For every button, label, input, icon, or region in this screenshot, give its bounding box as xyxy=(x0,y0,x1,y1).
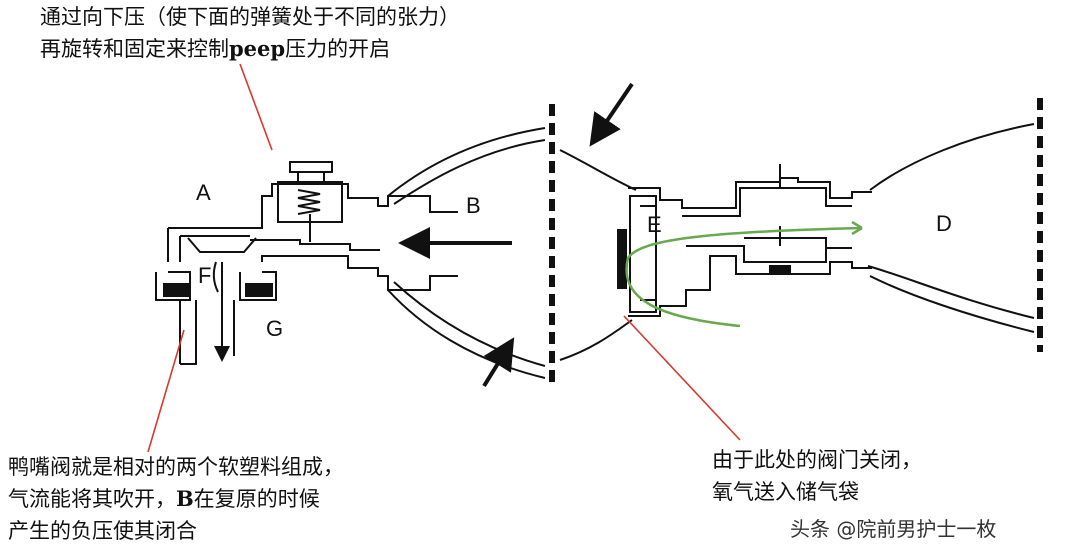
right-inner-mid xyxy=(744,237,827,248)
mask-arrow-lower xyxy=(482,337,515,388)
right-exhaust-port xyxy=(239,271,277,301)
left-mask-cone-upper-inner xyxy=(393,139,546,205)
right-duckbill xyxy=(245,283,273,297)
left-annotation-line3: 产生的负压使其闭合 xyxy=(8,519,197,543)
right-valve-assembly xyxy=(559,123,1035,361)
left-mask-cone-upper xyxy=(387,127,546,197)
top-annotation-line2: 再旋转和固定来控制peep压力的开启 xyxy=(40,36,391,61)
green-flow-curve xyxy=(625,226,863,328)
leader-line-top xyxy=(239,63,273,151)
right-annotation-line2: 氧气送入储气袋 xyxy=(712,480,859,504)
label-g: G xyxy=(266,316,284,341)
left-mask-cone-lower xyxy=(387,289,546,379)
label-a: A xyxy=(196,180,211,205)
peep-spring xyxy=(297,189,321,215)
leader-line-left xyxy=(147,329,185,453)
left-body-top xyxy=(167,183,458,262)
label-d: D xyxy=(936,211,952,236)
reservoir-cone-upper xyxy=(869,123,1035,191)
left-annotation-line2: 气流能将其吹开，B在复原的时候 xyxy=(8,486,320,511)
leader-line-right xyxy=(623,315,741,441)
right-valve-disc xyxy=(769,265,791,273)
left-diaphragm-cup xyxy=(187,237,257,253)
left-mask-cone-lower-inner xyxy=(393,281,546,367)
top-annotation-line1: 通过向下压（使下面的弹簧处于不同的张力） xyxy=(40,5,460,29)
left-annotation-line1: 鸭嘴阀就是相对的两个软塑料组成， xyxy=(8,455,344,479)
right-annotation-line1: 由于此处的阀门关闭， xyxy=(712,448,922,472)
peep-cap xyxy=(289,161,333,173)
label-f: F xyxy=(198,263,212,288)
left-exhaust-tube xyxy=(179,300,197,365)
f-curved-flow xyxy=(212,261,219,293)
peep-knob xyxy=(297,171,325,183)
left-exhaust-port xyxy=(155,271,191,301)
valve-e-inner xyxy=(640,205,656,301)
left-inner-channel xyxy=(250,239,380,251)
label-b: B xyxy=(466,193,481,218)
right-inner-top xyxy=(682,187,852,217)
left-duckbill xyxy=(163,283,189,297)
left-valve-assembly xyxy=(155,127,546,379)
right-mask-cone-upper xyxy=(559,149,637,191)
right-body-bottom xyxy=(628,255,872,317)
valve-e-plate xyxy=(629,195,657,313)
right-body-top xyxy=(628,177,872,209)
green-flow-arrowhead xyxy=(851,220,863,236)
mask-arrow-upper xyxy=(589,82,634,147)
watermark: 头条 @院前男护士一枚 xyxy=(790,517,997,541)
reservoir-cone-lower2 xyxy=(867,265,1035,319)
reservoir-cone-lower xyxy=(869,275,1035,333)
right-inner-bottom xyxy=(686,245,852,263)
right-mask-cone-lower xyxy=(559,319,633,361)
left-inner-top xyxy=(179,235,250,262)
valve-e-seal xyxy=(617,229,627,289)
label-e: E xyxy=(647,212,662,237)
left-body-bottom xyxy=(261,255,458,291)
